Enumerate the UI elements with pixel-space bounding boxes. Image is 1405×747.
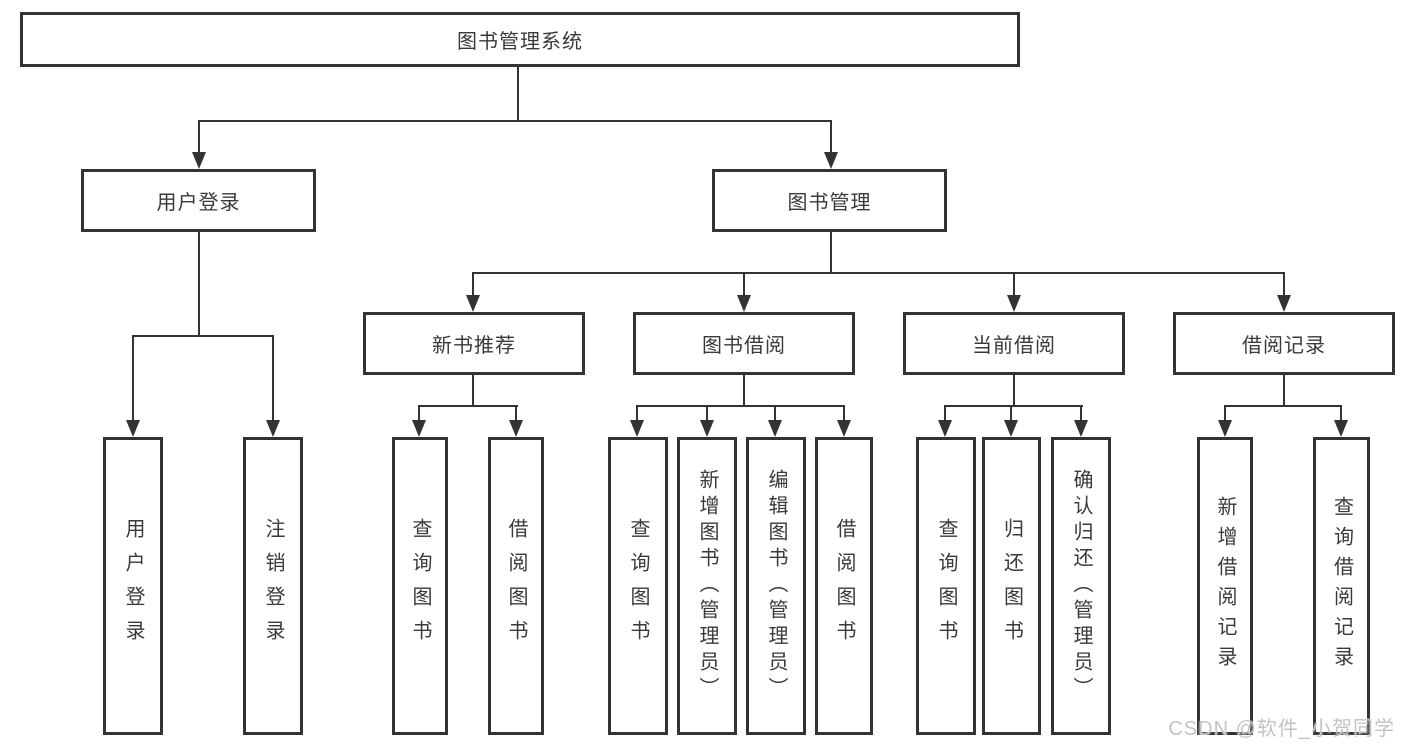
node-nbr-borrow-books-label: 借阅图书	[505, 518, 527, 654]
connector-book-management-stem	[830, 232, 832, 274]
connector-cb-3	[1080, 405, 1082, 423]
node-book-borrowing-label: 图书借阅	[702, 335, 786, 357]
node-user-login: 用户登录	[81, 169, 316, 232]
node-br-query-record-label: 查询借阅记录	[1330, 496, 1353, 676]
node-login-label: 用户登录	[122, 518, 144, 654]
arrow-down-icon	[737, 295, 751, 312]
node-new-book-recommend: 新书推荐	[363, 312, 585, 375]
connector-br-stem	[1283, 375, 1285, 407]
node-cb-confirm-return-admin: 确认归还（管理员）	[1051, 437, 1111, 735]
connector-cb-stem	[1013, 375, 1015, 407]
node-user-login-label: 用户登录	[156, 192, 241, 214]
arrow-down-icon	[1074, 420, 1088, 437]
connector-br-left	[1224, 405, 1226, 423]
node-bb-add-book-admin: 新增图书（管理员）	[677, 437, 737, 735]
node-cb-confirm-return-admin-label: 确认归还（管理员）	[1070, 469, 1092, 703]
arrow-down-icon	[700, 420, 714, 437]
connector-bb-4	[843, 405, 845, 423]
connector-nbr-split	[418, 405, 518, 407]
arrow-down-icon	[1007, 295, 1021, 312]
node-cb-query-books-label: 查询图书	[935, 518, 957, 654]
node-bb-edit-book-admin-label: 编辑图书（管理员）	[765, 469, 787, 703]
connector-cb-split	[944, 405, 1083, 407]
arrow-down-icon	[466, 295, 480, 312]
arrow-down-icon	[837, 420, 851, 437]
node-current-borrowing: 当前借阅	[903, 312, 1125, 375]
connector-nbr-stem	[472, 375, 474, 407]
node-borrowing-records-label: 借阅记录	[1242, 335, 1326, 357]
arrow-down-icon	[1277, 295, 1291, 312]
connector-bb-2	[706, 405, 708, 423]
connector-br-right	[1340, 405, 1342, 423]
node-bb-query-books-label: 查询图书	[627, 518, 649, 654]
arrow-down-icon	[1334, 420, 1348, 437]
node-logout-label: 注销登录	[262, 518, 284, 654]
connector-to-logout	[272, 335, 274, 423]
node-bb-edit-book-admin: 编辑图书（管理员）	[746, 437, 806, 735]
connector-bb-3	[774, 405, 776, 423]
node-nbr-borrow-books: 借阅图书	[488, 437, 544, 735]
connector-to-book-management	[830, 120, 832, 156]
connector-nbr-left	[418, 405, 420, 423]
connector-bb-split	[636, 405, 845, 407]
connector-user-login-stem	[198, 232, 200, 335]
connector-to-current-borrowing	[1013, 272, 1015, 298]
node-current-borrowing-label: 当前借阅	[972, 335, 1056, 357]
arrow-down-icon	[938, 420, 952, 437]
node-cb-return-books: 归还图书	[982, 437, 1041, 735]
csdn-watermark: CSDN @软件_小贺同学	[1168, 718, 1395, 740]
node-root-label: 图书管理系统	[457, 31, 583, 53]
connector-to-book-borrowing	[743, 272, 745, 298]
connector-to-login	[132, 335, 134, 423]
node-bb-query-books: 查询图书	[608, 437, 668, 735]
connector-user-login-split	[132, 335, 274, 337]
arrow-down-icon	[1004, 420, 1018, 437]
node-bb-borrow-books-label: 借阅图书	[833, 518, 855, 654]
node-borrowing-records: 借阅记录	[1173, 312, 1395, 375]
node-logout: 注销登录	[243, 437, 303, 735]
connector-bb-stem	[743, 375, 745, 407]
node-br-query-record: 查询借阅记录	[1313, 437, 1370, 735]
node-new-book-recommend-label: 新书推荐	[432, 335, 516, 357]
arrow-down-icon	[266, 420, 280, 437]
node-login: 用户登录	[103, 437, 163, 735]
node-nbr-query-books-label: 查询图书	[409, 518, 431, 654]
connector-root-stem	[517, 67, 519, 120]
node-cb-query-books: 查询图书	[916, 437, 976, 735]
arrow-down-icon	[412, 420, 426, 437]
connector-root-split	[198, 120, 832, 122]
node-book-management: 图书管理	[712, 169, 947, 232]
arrow-down-icon	[192, 152, 206, 169]
connector-cb-1	[944, 405, 946, 423]
node-br-add-record: 新增借阅记录	[1197, 437, 1253, 735]
node-book-management-label: 图书管理	[787, 192, 872, 214]
arrow-down-icon	[630, 420, 644, 437]
connector-to-user-login	[198, 120, 200, 156]
arrow-down-icon	[1218, 420, 1232, 437]
node-bb-borrow-books: 借阅图书	[815, 437, 873, 735]
connector-bb-1	[636, 405, 638, 423]
arrow-down-icon	[126, 420, 140, 437]
arrow-down-icon	[509, 420, 523, 437]
node-br-add-record-label: 新增借阅记录	[1214, 496, 1236, 676]
node-bb-add-book-admin-label: 新增图书（管理员）	[696, 469, 718, 703]
node-book-borrowing: 图书借阅	[633, 312, 855, 375]
arrow-down-icon	[768, 420, 782, 437]
connector-to-borrowing-records	[1283, 272, 1285, 298]
connector-book-management-split	[472, 272, 1285, 274]
connector-br-split	[1224, 405, 1342, 407]
connector-to-new-book-recommend	[472, 272, 474, 298]
node-cb-return-books-label: 归还图书	[1000, 518, 1023, 654]
arrow-down-icon	[824, 152, 838, 169]
connector-nbr-right	[515, 405, 517, 423]
connector-cb-2	[1010, 405, 1012, 423]
node-nbr-query-books: 查询图书	[392, 437, 448, 735]
node-root: 图书管理系统	[20, 12, 1020, 67]
